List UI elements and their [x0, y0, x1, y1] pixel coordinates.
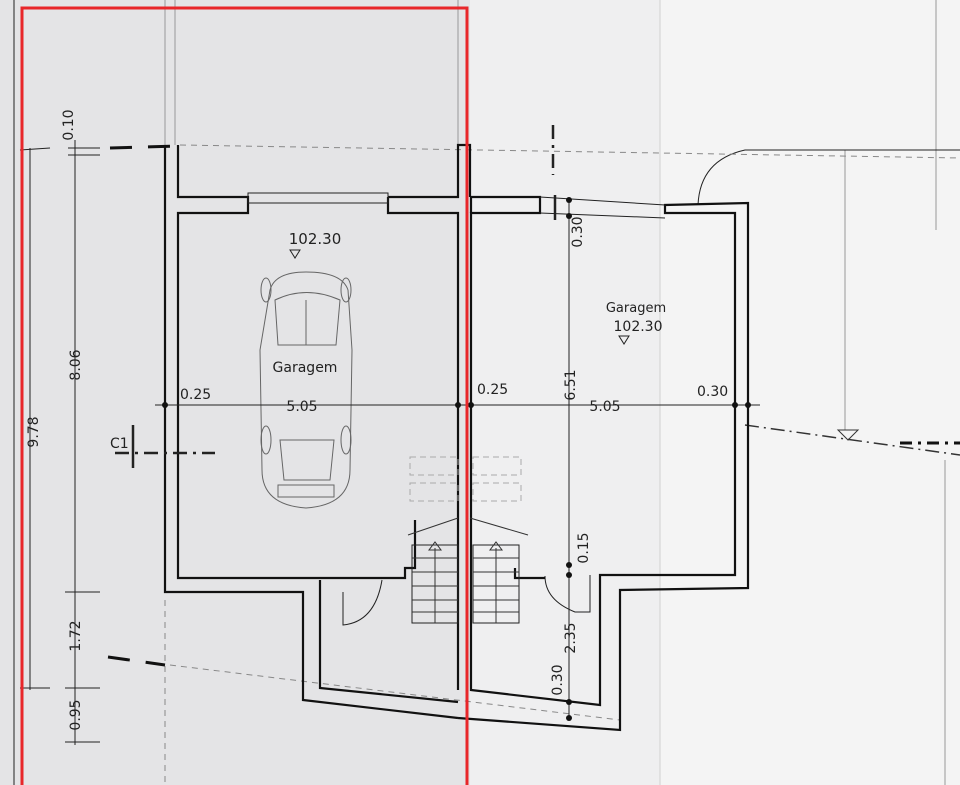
highlight-boundary	[20, 6, 469, 785]
right-level: 102.30	[614, 319, 663, 335]
stairs	[407, 456, 529, 624]
right-dim-left-wall: 0.25	[477, 382, 508, 398]
paper-light-region	[470, 0, 660, 785]
dimension-lines	[19, 125, 760, 745]
dimension-dots	[162, 197, 751, 721]
left-dim-wall: 0.25	[180, 387, 211, 403]
left-dim-width: 5.05	[286, 399, 317, 415]
level-marker-icon	[289, 249, 301, 259]
left-unit-walls	[163, 143, 472, 720]
site-lines	[13, 0, 960, 785]
left-room-label: Garagem	[273, 360, 338, 376]
right-dim-depth: 6.51	[563, 369, 579, 400]
level-marker-icon	[618, 335, 630, 345]
right-room-label: Garagem	[606, 301, 666, 316]
dim-bottom-0-95: 0.95	[68, 699, 84, 730]
right-dim-top-wall: 0.30	[570, 216, 586, 247]
left-level: 102.30	[289, 230, 342, 248]
paper-fold-region	[660, 0, 960, 785]
right-dim-right-wall: 0.30	[697, 384, 728, 400]
dim-main-8-06: 8.06	[68, 349, 84, 380]
dim-top-offset: 0.10	[61, 109, 77, 140]
right-dim-bottom-wall: 0.30	[550, 664, 566, 695]
right-dim-width: 5.05	[589, 399, 620, 415]
dim-annex-1-72: 1.72	[68, 620, 84, 651]
section-marker-c1: C1	[110, 436, 129, 452]
right-dim-step: 0.15	[576, 532, 592, 563]
dim-total-9-78: 9.78	[26, 416, 42, 447]
car-icon	[259, 271, 353, 509]
right-dim-annex: 2.35	[563, 622, 579, 653]
right-unit-walls	[457, 195, 750, 732]
